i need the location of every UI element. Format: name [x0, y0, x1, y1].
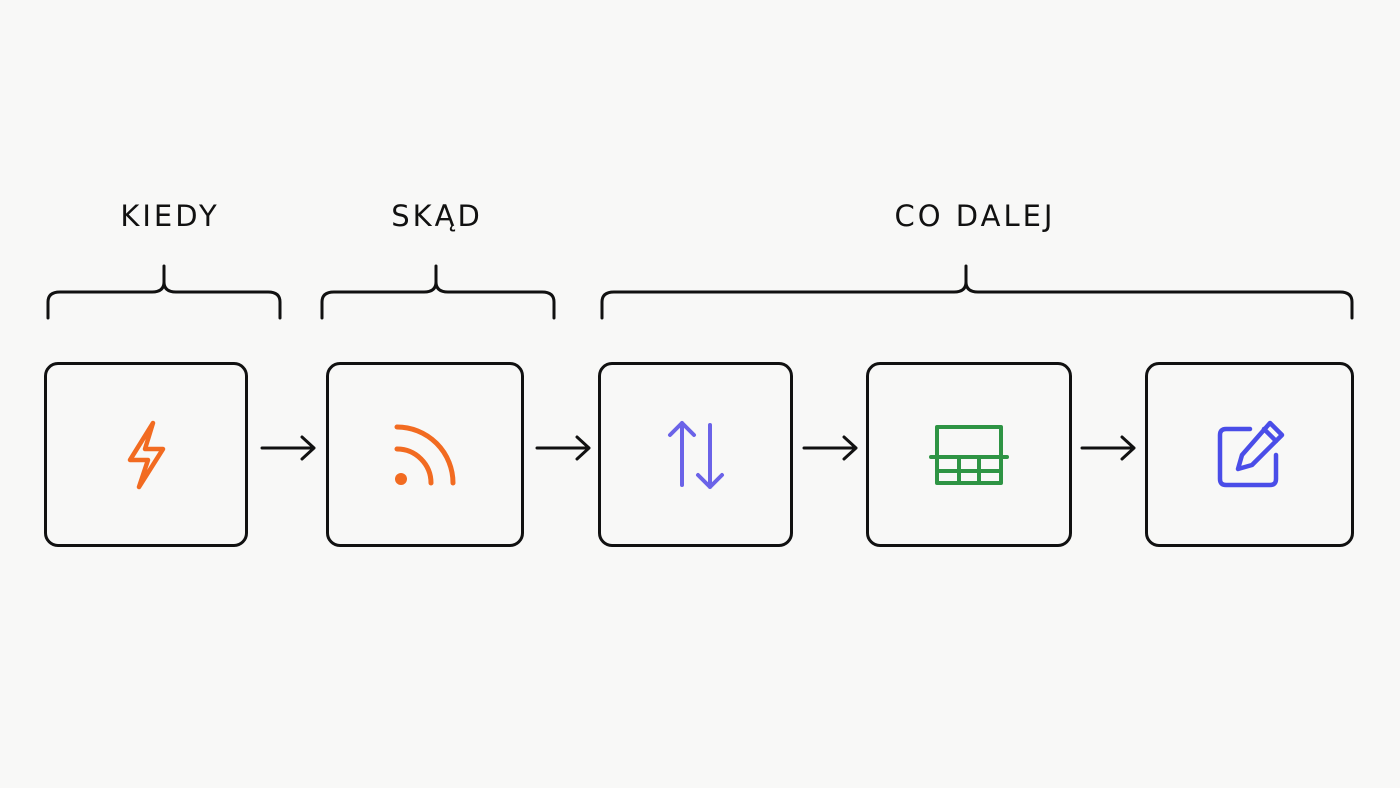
group-label-skad: SKĄD — [391, 199, 483, 233]
step-trigger[interactable] — [44, 362, 248, 547]
group-label-co-dalej: CO DALEJ — [894, 199, 1056, 233]
lightning-bolt-icon — [127, 420, 166, 489]
arrow-connector — [802, 435, 858, 461]
brace-kiedy — [46, 264, 282, 320]
arrow-connector — [260, 435, 316, 461]
step-table[interactable] — [866, 362, 1072, 547]
arrow-connector — [535, 435, 591, 461]
edit-note-icon — [1217, 420, 1284, 487]
brace-skad — [320, 264, 556, 320]
table-icon — [929, 424, 1009, 485]
up-down-arrows-icon — [667, 420, 724, 489]
group-label-kiedy: KIEDY — [120, 199, 220, 233]
step-edit[interactable] — [1145, 362, 1354, 547]
arrow-connector — [1080, 435, 1136, 461]
brace-co-dalej — [600, 264, 1354, 320]
rss-feed-icon — [394, 424, 456, 485]
step-transfer[interactable] — [598, 362, 793, 547]
step-source[interactable] — [326, 362, 524, 547]
